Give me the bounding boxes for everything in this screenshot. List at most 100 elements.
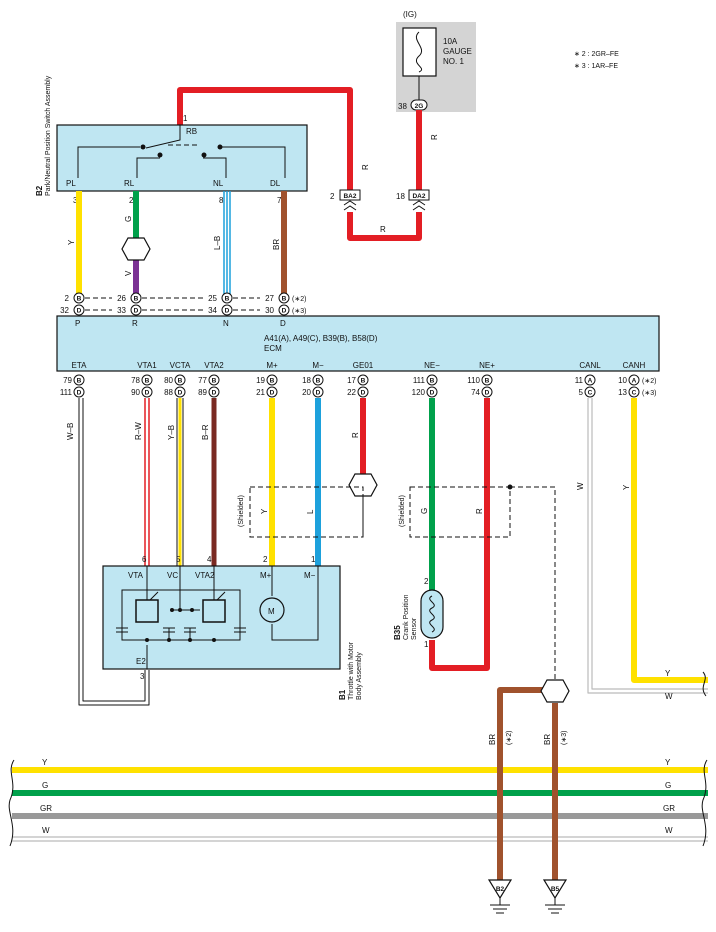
ecm-bottom-pin-num: 17: [347, 376, 356, 385]
ecm-bottom-pin-circle: [584, 386, 596, 398]
ecm-bottom-pin-num: 18: [302, 376, 311, 385]
ecm-bottom-pin-num: 111: [60, 388, 73, 397]
wire-label-y-canh: Y: [622, 484, 631, 490]
wire-label-g-rl: G: [124, 216, 133, 222]
wire-label-r-ge01: R: [351, 432, 360, 438]
b1-pin-vc: VC: [167, 571, 178, 580]
ecm-top-pin-circle: [73, 304, 85, 316]
crank-pin-2: 2: [424, 577, 429, 586]
wire-label-wb: W–B: [66, 423, 75, 440]
b2-pin-rl: RL: [124, 179, 135, 188]
b2-code: B2: [35, 185, 44, 196]
b2-box: [56, 124, 308, 192]
ecm-top-pin-num: 27: [265, 294, 274, 303]
sensor2-icon: [202, 599, 226, 623]
ecm-top-pin-circle: [130, 304, 142, 316]
ecm-bottom-pin-circle: [208, 386, 220, 398]
ecm-bottom-pin-conn: D: [316, 390, 321, 397]
ecm-top-pin-circle: [130, 292, 142, 304]
ecm-bottom-pin-conn: D: [77, 390, 82, 397]
ecm-bottom-pin-circle: [208, 374, 220, 386]
wire-label-br-g2: BR: [543, 734, 552, 745]
ecm-bottom-pin-num: 74: [471, 388, 480, 397]
ecm-bottom-pin-circle: [312, 386, 324, 398]
ecm-bottom-pin-note: (∗2): [642, 378, 656, 385]
b2-rb-label: RB: [186, 127, 197, 136]
ground-b5-icon: [542, 879, 568, 900]
ground-b2-code: B2: [496, 886, 505, 893]
b1-pin-e2: E2: [136, 657, 146, 666]
wire-label-g-ne: G: [420, 508, 429, 514]
b1-name-2: Body Assembly: [356, 652, 363, 700]
crank-pin-1: 1: [424, 640, 429, 649]
ecm-connectors: A41(A), A49(C), B39(B), B58(D): [264, 334, 378, 343]
ecm-bottom-pin-circle: [584, 374, 596, 386]
b2-pin-pl: PL: [66, 179, 76, 188]
ecm-bottom-pin-num: 5: [579, 388, 584, 397]
ecm-signal-label: CANL: [579, 361, 601, 370]
wire-label-r3: R: [380, 225, 386, 234]
b1-pin-vta: VTA: [128, 571, 144, 580]
ecm-bottom-pin-num: 89: [198, 388, 207, 397]
motor-icon: [259, 597, 285, 623]
ecm-bottom-pin-num: 110: [467, 376, 480, 385]
shield-label-2: (Shielded): [399, 495, 406, 527]
connector-da2: DA2 18: [396, 189, 430, 211]
wire-label-br-g1: BR: [488, 734, 497, 745]
ecm-top-pin-num: 32: [60, 306, 69, 315]
ecm-bottom-pin-num: 10: [618, 376, 627, 385]
ecm-top-pin-num: 33: [117, 306, 126, 315]
ecm-bottom-pin-circle: [481, 374, 493, 386]
b2-pin-num-2: 2: [129, 196, 134, 205]
b35-name-1: Crank Position: [403, 594, 410, 640]
connector-ba2: BA2 2: [330, 189, 361, 211]
ecm-signal-label: M−: [312, 361, 324, 370]
ecm-bottom-pin-num: 19: [256, 376, 265, 385]
b2-pin-nl: NL: [213, 179, 224, 188]
ecm-sig-p: P: [75, 319, 80, 328]
ground-b2: B2: [487, 879, 513, 914]
ecm-signal-label: GE01: [353, 361, 374, 370]
connector-ba2-box: [339, 189, 361, 201]
note-1ar: ∗ 3 : 1AR–FE: [574, 63, 618, 70]
fuse-connector-code: 2G: [415, 103, 424, 110]
wire-rw-vta1: [144, 398, 150, 566]
wire-label-y-mplus: Y: [260, 508, 269, 514]
ecm-signal-label: VTA1: [137, 361, 157, 370]
fuse-name-1: GAUGE: [443, 47, 472, 56]
fuse-icon: [415, 31, 423, 73]
ecm-bottom-pin-num: 80: [164, 376, 173, 385]
b1-pin-num-2: 2: [263, 555, 268, 564]
wire-label-y-pl: Y: [67, 239, 76, 245]
b1-pin-num-3: 3: [140, 672, 145, 681]
bus-label-y-right: Y: [665, 758, 671, 767]
ecm-top-pin-num: 25: [208, 294, 217, 303]
capacitor-icons: [116, 627, 246, 640]
splice-ground: [540, 679, 570, 703]
ecm-bottom-pin-conn: B: [178, 378, 183, 385]
connector-ba2-chevron-icon: [343, 200, 357, 211]
wire-label-w-canl-end: W: [665, 692, 673, 701]
ecm-signal-label: CANH: [623, 361, 646, 370]
motor-label: M: [268, 607, 275, 616]
ecm-box: A41(A), A49(C), B39(B), B58(D) ECM P R N…: [56, 315, 660, 372]
ecm-top-pin-conn: D: [134, 308, 139, 315]
ecm-bottom-pin-circle: [266, 374, 278, 386]
wire-label-w-canl: W: [576, 482, 585, 490]
ecm-bottom-pin-circle: [357, 386, 369, 398]
ecm-bottom-pin-num: 120: [412, 388, 426, 397]
ecm-bottom-pin-num: 88: [164, 388, 173, 397]
wire-lb-nl: [223, 191, 231, 298]
bus-label-gr-left: GR: [40, 804, 52, 813]
ecm-top-pin-num: 26: [117, 294, 126, 303]
b1-pin-num-6: 6: [142, 555, 147, 564]
ecm-top-pin-conn: B: [225, 296, 230, 303]
ecm-bottom-pin-circle: [628, 374, 640, 386]
ecm-bottom-pin-circle: [357, 374, 369, 386]
ecm-bottom-pin-circle: [174, 386, 186, 398]
note-2gr: ∗ 2 : 2GR–FE: [574, 51, 619, 58]
wire-label-b-r: B–R: [201, 424, 210, 440]
ecm-bottom-pin-num: 21: [256, 388, 265, 397]
ecm-bottom-pin-conn: D: [361, 390, 366, 397]
